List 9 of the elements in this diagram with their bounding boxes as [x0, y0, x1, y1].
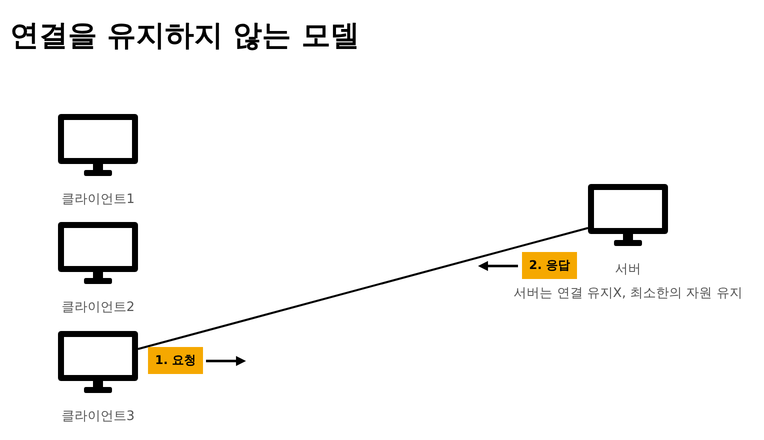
connector-line	[138, 227, 588, 350]
node-label: 클라이언트1	[61, 191, 135, 208]
node-caption: 서버는 연결 유지X, 최소한의 자원 유지	[514, 285, 742, 302]
title: 연결을 유지하지 않는 모델	[10, 17, 360, 54]
step-tag: 2. 응답	[522, 252, 578, 279]
step-tag: 1. 요청	[148, 347, 204, 374]
node-label: 클라이언트3	[61, 408, 135, 425]
node-label: 클라이언트2	[61, 299, 135, 316]
node-label: 서버	[615, 261, 641, 278]
